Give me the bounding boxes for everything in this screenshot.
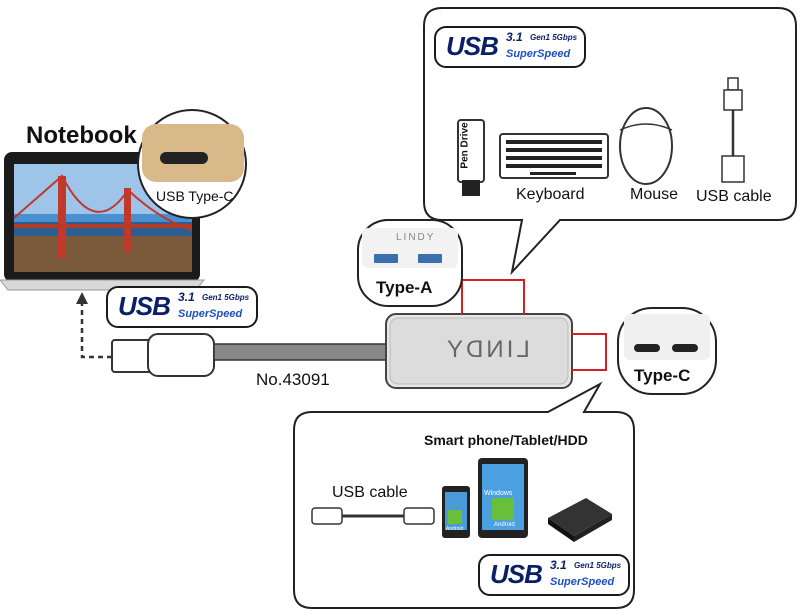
type-a-label: Type-A: [376, 278, 433, 297]
usb-superspeed-badge: USB 3.1 Gen1 5Gbps SuperSpeed: [106, 286, 258, 328]
type-a-devices-bubble: [423, 7, 797, 276]
usb-type-c-label: USB Type-C: [156, 188, 234, 204]
tablet-windows-text: Windows: [484, 490, 513, 497]
badge-usb-text: USB: [446, 31, 499, 61]
badge-speed: SuperSpeed: [506, 48, 571, 60]
type-a-brand: LINDY: [396, 232, 436, 243]
type-c-label: Type-C: [634, 366, 691, 385]
pen-drive-label: Pen Drive: [459, 122, 471, 169]
usb-cable-label-bottom: USB cable: [332, 484, 408, 501]
badge-usb-text: USB: [118, 291, 171, 321]
badge-version: 3.1: [178, 290, 195, 304]
badge-speed: SuperSpeed: [550, 576, 615, 588]
badge-gen: Gen1 5Gbps: [574, 561, 622, 570]
notebook-title: Notebook: [26, 122, 137, 149]
usb-superspeed-badge-top: USB 3.1 Gen1 5Gbps SuperSpeed: [434, 26, 586, 68]
hub-brand-logo: LINDY: [444, 336, 530, 363]
keyboard-label: Keyboard: [516, 186, 585, 203]
badge-version: 3.1: [506, 30, 523, 44]
usb-cable-label-top: USB cable: [696, 188, 772, 205]
tablet-android-text: Android: [494, 522, 515, 528]
usb-superspeed-badge-bottom: USB 3.1 Gen1 5Gbps SuperSpeed: [478, 554, 630, 596]
cable-model-number: No.43091: [256, 370, 330, 389]
badge-gen: Gen1 5Gbps: [202, 293, 250, 302]
badge-usb-text: USB: [490, 559, 543, 589]
phone-android-text: Android: [446, 526, 464, 532]
badge-speed: SuperSpeed: [178, 308, 243, 320]
mouse-label: Mouse: [630, 186, 679, 203]
badge-version: 3.1: [550, 558, 567, 572]
devices-c-title: Smart phone/Tablet/HDD: [424, 432, 588, 448]
badge-gen: Gen1 5Gbps: [530, 33, 578, 42]
